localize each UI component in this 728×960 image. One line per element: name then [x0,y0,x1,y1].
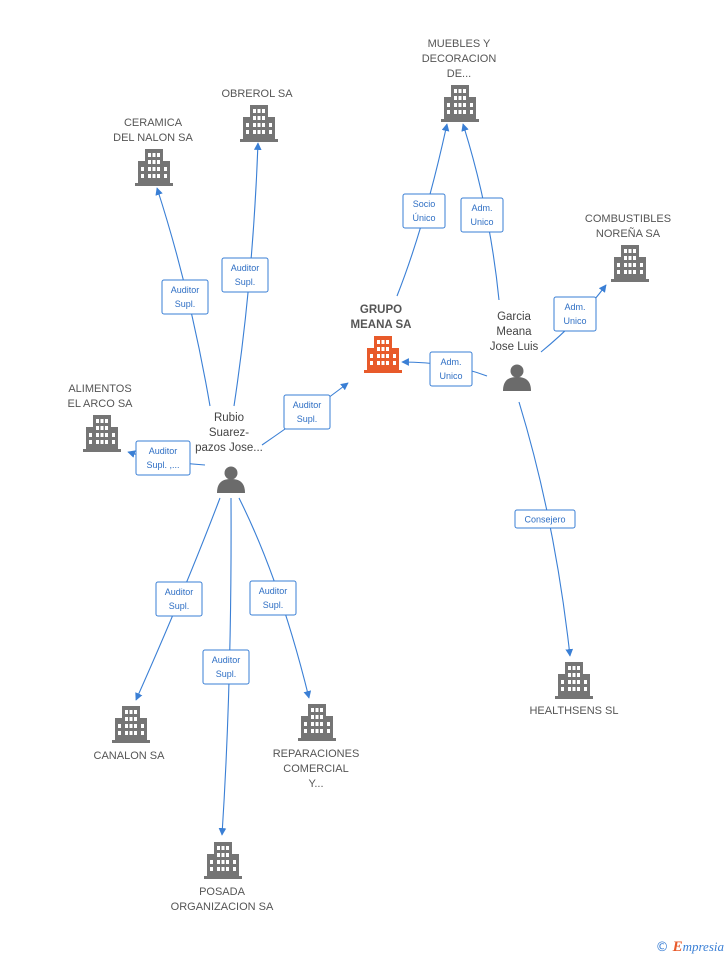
svg-text:Suarez-: Suarez- [209,427,249,439]
svg-text:Auditor: Auditor [149,446,178,456]
svg-text:Unico: Unico [439,371,462,381]
node-ceramica-nalon[interactable]: CERAMICA DEL NALON SA [113,117,193,186]
person-icon [503,364,531,391]
building-icon [112,706,150,743]
svg-text:Meana: Meana [496,326,532,338]
node-grupo-meana[interactable]: GRUPO MEANA SA [351,304,412,373]
building-icon [298,704,336,741]
svg-text:NOREÑA SA: NOREÑA SA [596,227,661,240]
svg-text:Supl.: Supl. [216,669,237,679]
svg-text:ORGANIZACION SA: ORGANIZACION SA [171,901,274,913]
svg-text:Auditor: Auditor [231,263,260,273]
building-icon [555,662,593,699]
edge-label-adm-unico-combustibles[interactable]: Adm. Unico [553,296,597,332]
node-healthsens[interactable]: HEALTHSENS SL [529,662,619,717]
svg-text:Supl.: Supl. [235,277,256,287]
svg-text:Supl.: Supl. [297,414,318,424]
copyright-icon: © [655,940,669,955]
svg-text:DE...: DE... [447,68,471,80]
svg-text:Garcia: Garcia [497,311,531,323]
svg-text:DEL NALON SA: DEL NALON SA [113,132,193,144]
svg-text:pazos Jose...: pazos Jose... [195,442,263,454]
svg-text:Auditor: Auditor [293,400,322,410]
svg-text:Rubio: Rubio [214,412,244,424]
node-alimentos-arco[interactable]: ALIMENTOS EL ARCO SA [67,383,133,452]
svg-text:Adm.: Adm. [564,302,585,312]
svg-text:COMBUSTIBLES: COMBUSTIBLES [585,213,671,225]
svg-text:MEANA SA: MEANA SA [351,319,412,331]
svg-text:Auditor: Auditor [212,655,241,665]
svg-text:DECORACION: DECORACION [422,53,497,65]
edge-label-adm-unico-grupo[interactable]: Adm. Unico [429,351,473,387]
node-muebles-decoracion[interactable]: MUEBLES Y DECORACION DE... [422,38,497,122]
svg-text:Unico: Unico [470,217,493,227]
edge-garcia-healthsens [518,401,574,657]
svg-text:ALIMENTOS: ALIMENTOS [68,383,131,395]
svg-text:Supl.: Supl. [175,299,196,309]
brand-initial: E [672,939,683,955]
brand-logo: ©Empresia [656,939,724,956]
svg-text:GRUPO: GRUPO [360,304,402,316]
svg-text:Adm.: Adm. [471,203,492,213]
node-obrerol[interactable]: OBREROL SA [221,88,293,142]
svg-text:REPARACIONES: REPARACIONES [273,748,360,760]
svg-text:MUEBLES Y: MUEBLES Y [428,38,491,50]
svg-text:CERAMICA: CERAMICA [124,117,183,129]
node-reparaciones-comercial[interactable]: REPARACIONES COMERCIAL Y... [273,704,360,790]
node-canalon[interactable]: CANALON SA [94,706,166,762]
node-rubio-suarez[interactable]: Rubio Suarez- pazos Jose... [195,412,263,493]
building-icon [83,415,121,452]
node-garcia-meana[interactable]: Garcia Meana Jose Luis [490,311,539,391]
building-icon [240,105,278,142]
svg-text:POSADA: POSADA [199,886,246,898]
building-icon [204,842,242,879]
svg-text:Unico: Unico [563,316,586,326]
svg-text:Único: Único [412,213,435,223]
svg-text:Auditor: Auditor [259,586,288,596]
svg-text:Auditor: Auditor [165,587,194,597]
svg-text:CANALON SA: CANALON SA [94,750,166,762]
svg-text:EL ARCO SA: EL ARCO SA [67,398,133,410]
svg-text:Supl.: Supl. [263,600,284,610]
svg-text:Consejero: Consejero [524,515,565,525]
svg-text:Jose Luis: Jose Luis [490,341,539,353]
building-icon [611,245,649,282]
svg-text:Y...: Y... [308,778,323,790]
building-icon [364,336,402,373]
edge-label-consejero[interactable]: Consejero [514,509,576,529]
svg-text:Supl. ,...: Supl. ,... [146,460,179,470]
svg-text:OBREROL SA: OBREROL SA [221,88,293,100]
svg-text:Socio: Socio [413,199,436,209]
person-icon [217,466,245,493]
brand-name: mpresia [682,939,724,954]
node-posada-organizacion[interactable]: POSADA ORGANIZACION SA [171,842,274,913]
svg-text:Supl.: Supl. [169,601,190,611]
svg-text:Adm.: Adm. [440,357,461,367]
svg-text:HEALTHSENS SL: HEALTHSENS SL [529,705,618,717]
edge-label-adm-unico-muebles[interactable]: Adm. Unico [460,197,504,233]
svg-text:COMERCIAL: COMERCIAL [283,763,348,775]
node-combustibles-norena[interactable]: COMBUSTIBLES NOREÑA SA [585,213,671,282]
building-icon [441,85,479,122]
svg-text:Auditor: Auditor [171,285,200,295]
building-icon [135,149,173,186]
